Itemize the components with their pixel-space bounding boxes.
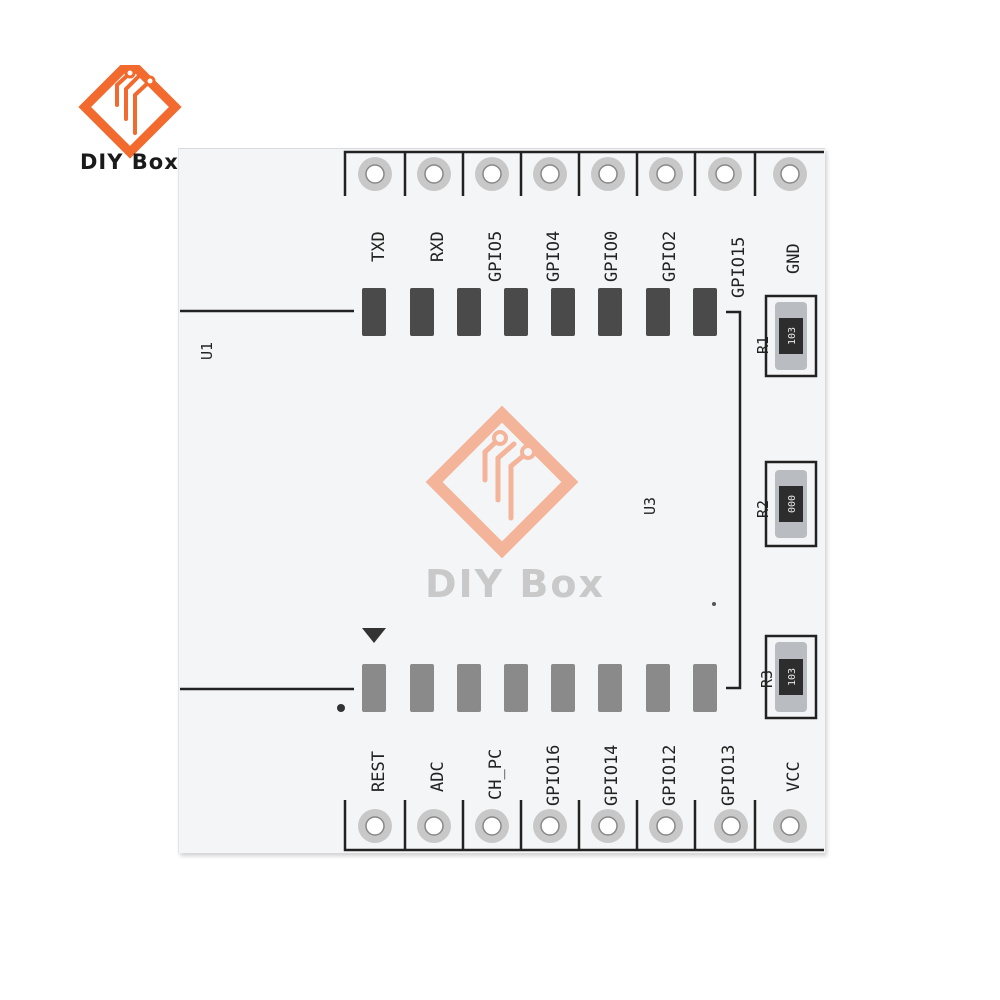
brand-name: DIY Box	[80, 150, 179, 174]
bottom-pin-label: ADC	[428, 761, 448, 792]
top-pin-label: RXD	[428, 231, 448, 262]
watermark-brand-name: DIY Box	[425, 562, 606, 606]
watermark-logo-icon	[425, 405, 579, 559]
top-pin-label: GPIO4	[544, 231, 564, 282]
top-pin-labels: TXD RXD GPIO5 GPIO4 GPIO0 GPIO2 GPIO15 G…	[369, 231, 804, 298]
smd-pad	[410, 664, 434, 712]
top-header	[343, 150, 824, 196]
designator-r2: R2	[754, 500, 772, 518]
top-header-holes	[358, 157, 807, 191]
pin-hole	[533, 157, 567, 191]
top-pin-label: GPIO2	[660, 231, 680, 282]
pin-hole	[417, 809, 451, 843]
bottom-pin-label: GPIO16	[544, 745, 564, 806]
pin-hole	[358, 157, 392, 191]
bottom-pads	[362, 664, 717, 712]
pin-hole	[533, 809, 567, 843]
bottom-header-holes	[358, 809, 807, 843]
pin-hole	[358, 809, 392, 843]
smd-pad	[693, 288, 717, 336]
top-pin-label: GPIO0	[602, 231, 622, 282]
smd-pad	[551, 288, 575, 336]
smd-pad	[504, 664, 528, 712]
brand-logo	[70, 55, 200, 185]
pin1-triangle-icon	[362, 628, 386, 643]
smd-pad	[362, 288, 386, 336]
pin-hole	[475, 157, 509, 191]
resistor-code: 103	[787, 668, 798, 686]
pin-hole	[591, 157, 625, 191]
bottom-header	[343, 800, 824, 852]
resistor-code: 103	[787, 327, 798, 345]
pin-hole	[591, 809, 625, 843]
smd-pad	[504, 288, 528, 336]
smd-pad	[410, 288, 434, 336]
smd-pad	[457, 288, 481, 336]
pin-hole	[773, 809, 807, 843]
pin-hole	[773, 157, 807, 191]
pin-hole	[475, 809, 509, 843]
smd-pad	[646, 288, 670, 336]
top-pin-label: GPIO5	[486, 231, 506, 282]
smd-pad	[551, 664, 575, 712]
pin-hole	[649, 157, 683, 191]
pin-hole	[649, 809, 683, 843]
pin-hole	[417, 157, 451, 191]
smd-pad	[693, 664, 717, 712]
bottom-pin-labels: REST ADC CH_PC GPIO16 GPIO14 GPIO12 GPIO…	[369, 745, 804, 806]
pin-hole	[714, 809, 748, 843]
top-pin-label: GND	[784, 243, 804, 274]
bottom-pin-label: GPIO13	[719, 745, 739, 806]
top-pads	[362, 288, 717, 336]
resistor-r1: 103 R1	[754, 294, 818, 378]
smd-pad	[457, 664, 481, 712]
smd-pad	[598, 664, 622, 712]
designator-u3: U3	[641, 497, 659, 515]
bottom-pin-label: CH_PC	[486, 749, 506, 800]
pin-hole	[708, 157, 742, 191]
module-outline	[180, 309, 742, 691]
designator-r3: R3	[758, 670, 776, 688]
resistor-r3: 103 R3	[758, 634, 818, 720]
smd-pad	[362, 664, 386, 712]
resistor-r2: 000 R2	[754, 460, 818, 548]
via-dot-icon	[712, 602, 716, 606]
top-pin-label: TXD	[369, 231, 389, 262]
bottom-pin-label: GPIO14	[602, 745, 622, 806]
smd-pad	[598, 288, 622, 336]
circuit-logo-icon	[78, 55, 182, 159]
designator-u1: U1	[198, 342, 216, 360]
smd-pad	[646, 664, 670, 712]
bottom-pin-label: REST	[369, 751, 389, 792]
designator-r1: R1	[754, 336, 772, 354]
pin1-dot-icon	[337, 704, 345, 712]
top-pin-label: GPIO15	[729, 237, 749, 298]
bottom-pin-label: GPIO12	[660, 745, 680, 806]
pcb-board	[178, 148, 825, 853]
bottom-pin-label: VCC	[784, 761, 804, 792]
resistor-code: 000	[787, 495, 798, 513]
